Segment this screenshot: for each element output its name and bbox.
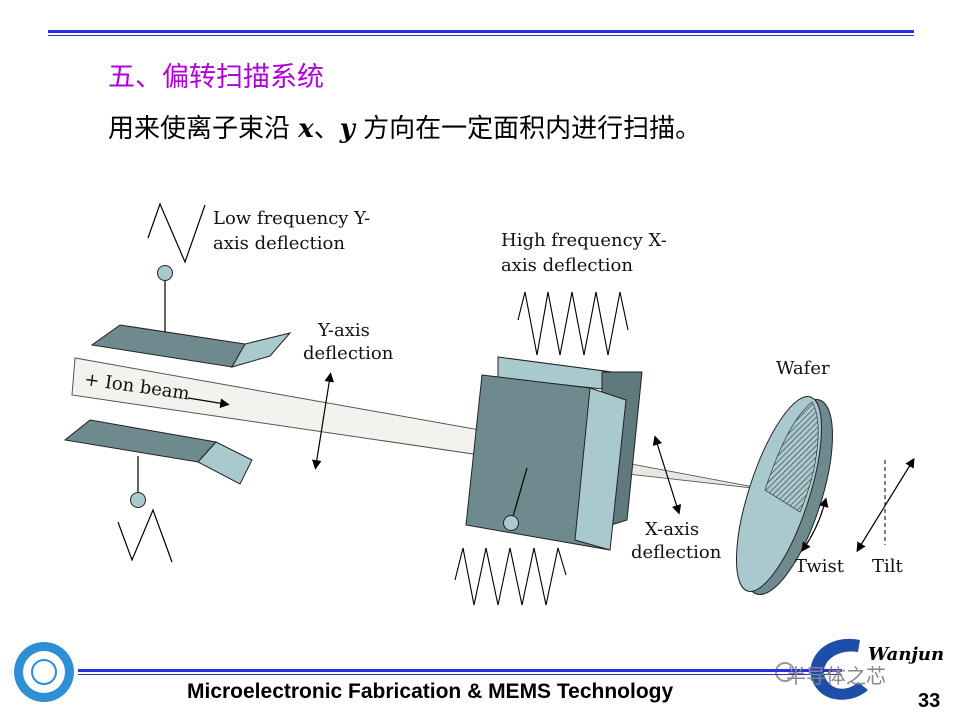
x-terminal	[503, 515, 519, 531]
y-plate-upper-lip	[230, 332, 292, 368]
watermark-icon	[775, 662, 795, 682]
slide-title: 五、偏转扫描系统	[108, 62, 324, 93]
wafer-scan-area	[764, 401, 819, 513]
subtitle-sep: 、	[313, 114, 340, 144]
x-axis-label-line2: deflection	[631, 542, 722, 563]
deflected-beam	[609, 459, 771, 491]
logo-name: Wanjun	[868, 644, 945, 665]
tilt-arrow	[856, 457, 915, 553]
subtitle-x: x	[298, 114, 314, 144]
subtitle-y: y	[339, 114, 355, 144]
footer-rule-thin	[78, 674, 842, 675]
y-deflection-arrow	[312, 372, 334, 470]
slide-subtitle: 用来使离子束沿 x、y 方向在一定面积内进行扫描。	[108, 108, 701, 145]
y-plate-upper	[90, 324, 246, 368]
y-axis-label-line2: deflection	[303, 343, 394, 364]
low-frequency-label-line2: axis deflection	[213, 233, 345, 254]
author-logo	[810, 638, 868, 700]
low-frequency-wave-lower	[117, 508, 173, 563]
subtitle-pre: 用来使离子束沿	[108, 114, 299, 144]
x-block-side	[574, 387, 627, 551]
low-frequency-label-line1: Low frequency Y-	[213, 208, 371, 229]
x-axis-label-line1: X-axis	[645, 519, 700, 540]
high-frequency-wave-upper	[517, 291, 629, 356]
upper-terminal	[157, 265, 173, 281]
header-rule	[48, 30, 914, 33]
header-rule-thin	[48, 35, 914, 36]
ion-beam-arrow	[187, 397, 230, 408]
y-plate-lower-lip	[197, 441, 253, 485]
wafer-label: Wafer	[776, 358, 830, 379]
watermark-text: 半导体之芯	[786, 664, 886, 688]
twist-arrow	[801, 497, 829, 552]
y-axis-label-line1: Y-axis	[318, 320, 370, 341]
y-plate-lower	[63, 419, 217, 463]
x-connector	[511, 467, 528, 521]
page-number: 33	[918, 690, 941, 712]
course-name: Microelectronic Fabrication & MEMS Techn…	[187, 680, 674, 703]
twist-label: Twist	[795, 556, 844, 577]
high-frequency-label-line1: High frequency X-	[501, 230, 667, 251]
university-logo-inner	[23, 651, 65, 693]
high-frequency-label-line2: axis deflection	[501, 255, 633, 276]
high-frequency-wave-lower	[454, 547, 567, 606]
low-frequency-wave-upper	[147, 202, 206, 264]
x-deflection-arrow	[652, 435, 682, 515]
lower-terminal	[130, 492, 146, 508]
subtitle-post: 方向在一定面积内进行扫描。	[354, 114, 702, 144]
tilt-label: Tilt	[872, 556, 903, 577]
university-logo-core	[31, 659, 57, 685]
footer-rule	[78, 669, 842, 672]
